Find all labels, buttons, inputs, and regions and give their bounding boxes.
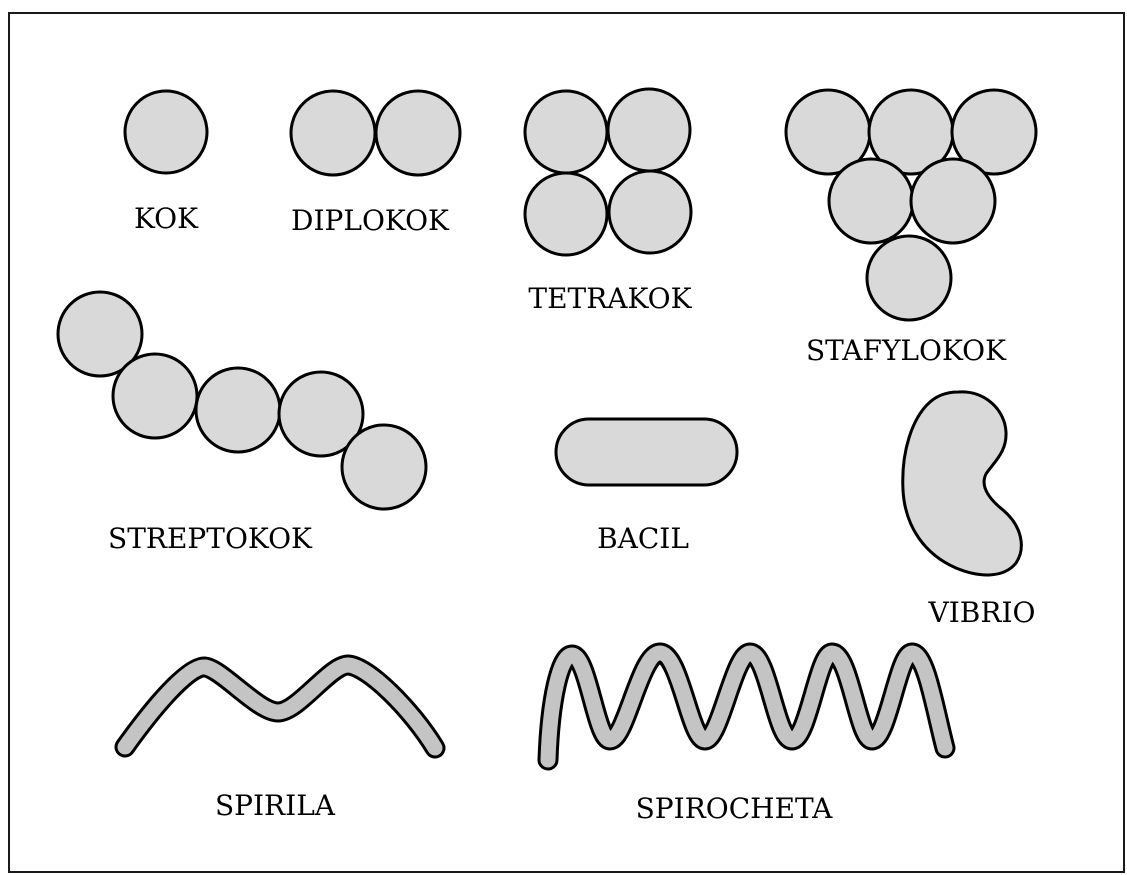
streptokok-cell-2: [113, 354, 197, 438]
label-diplokok: DIPLOKOK: [291, 204, 450, 237]
spirocheta-group: SPIROCHETA: [548, 653, 945, 825]
tetrakok-cell-2: [608, 89, 690, 171]
bacil-group: BACIL: [556, 419, 737, 555]
vibrio-cell: [903, 392, 1022, 575]
label-spirila: SPIRILA: [215, 789, 336, 822]
tetrakok-group: TETRAKOK: [525, 89, 693, 315]
tetrakok-cell-1: [525, 91, 607, 173]
label-stafylokok: STAFYLOKOK: [806, 334, 1007, 367]
spirila-group: SPIRILA: [125, 665, 435, 822]
label-kok: KOK: [134, 202, 199, 235]
label-streptokok: STREPTOKOK: [108, 522, 313, 555]
kok-group: KOK: [125, 91, 207, 235]
tetrakok-cell-4: [609, 171, 691, 253]
tetrakok-cell-3: [525, 173, 607, 255]
stafylokok-cell-5: [911, 159, 995, 243]
vibrio-group: VIBRIO: [903, 392, 1036, 629]
bacil-cell: [556, 419, 737, 485]
diplokok-group: DIPLOKOK: [291, 91, 460, 237]
streptokok-cell-5: [342, 425, 426, 509]
diplokok-cell-2: [376, 91, 460, 175]
streptokok-group: STREPTOKOK: [58, 292, 426, 555]
label-spirocheta: SPIROCHETA: [636, 792, 834, 825]
label-vibrio: VIBRIO: [928, 596, 1036, 629]
stafylokok-cell-4: [829, 159, 913, 243]
diplokok-cell-1: [291, 91, 375, 175]
streptokok-cell-3: [196, 368, 280, 452]
stafylokok-group: STAFYLOKOK: [786, 90, 1036, 367]
stafylokok-cell-6: [867, 236, 951, 320]
kok-cell: [125, 91, 207, 173]
label-tetrakok: TETRAKOK: [528, 282, 692, 315]
label-bacil: BACIL: [597, 522, 689, 555]
